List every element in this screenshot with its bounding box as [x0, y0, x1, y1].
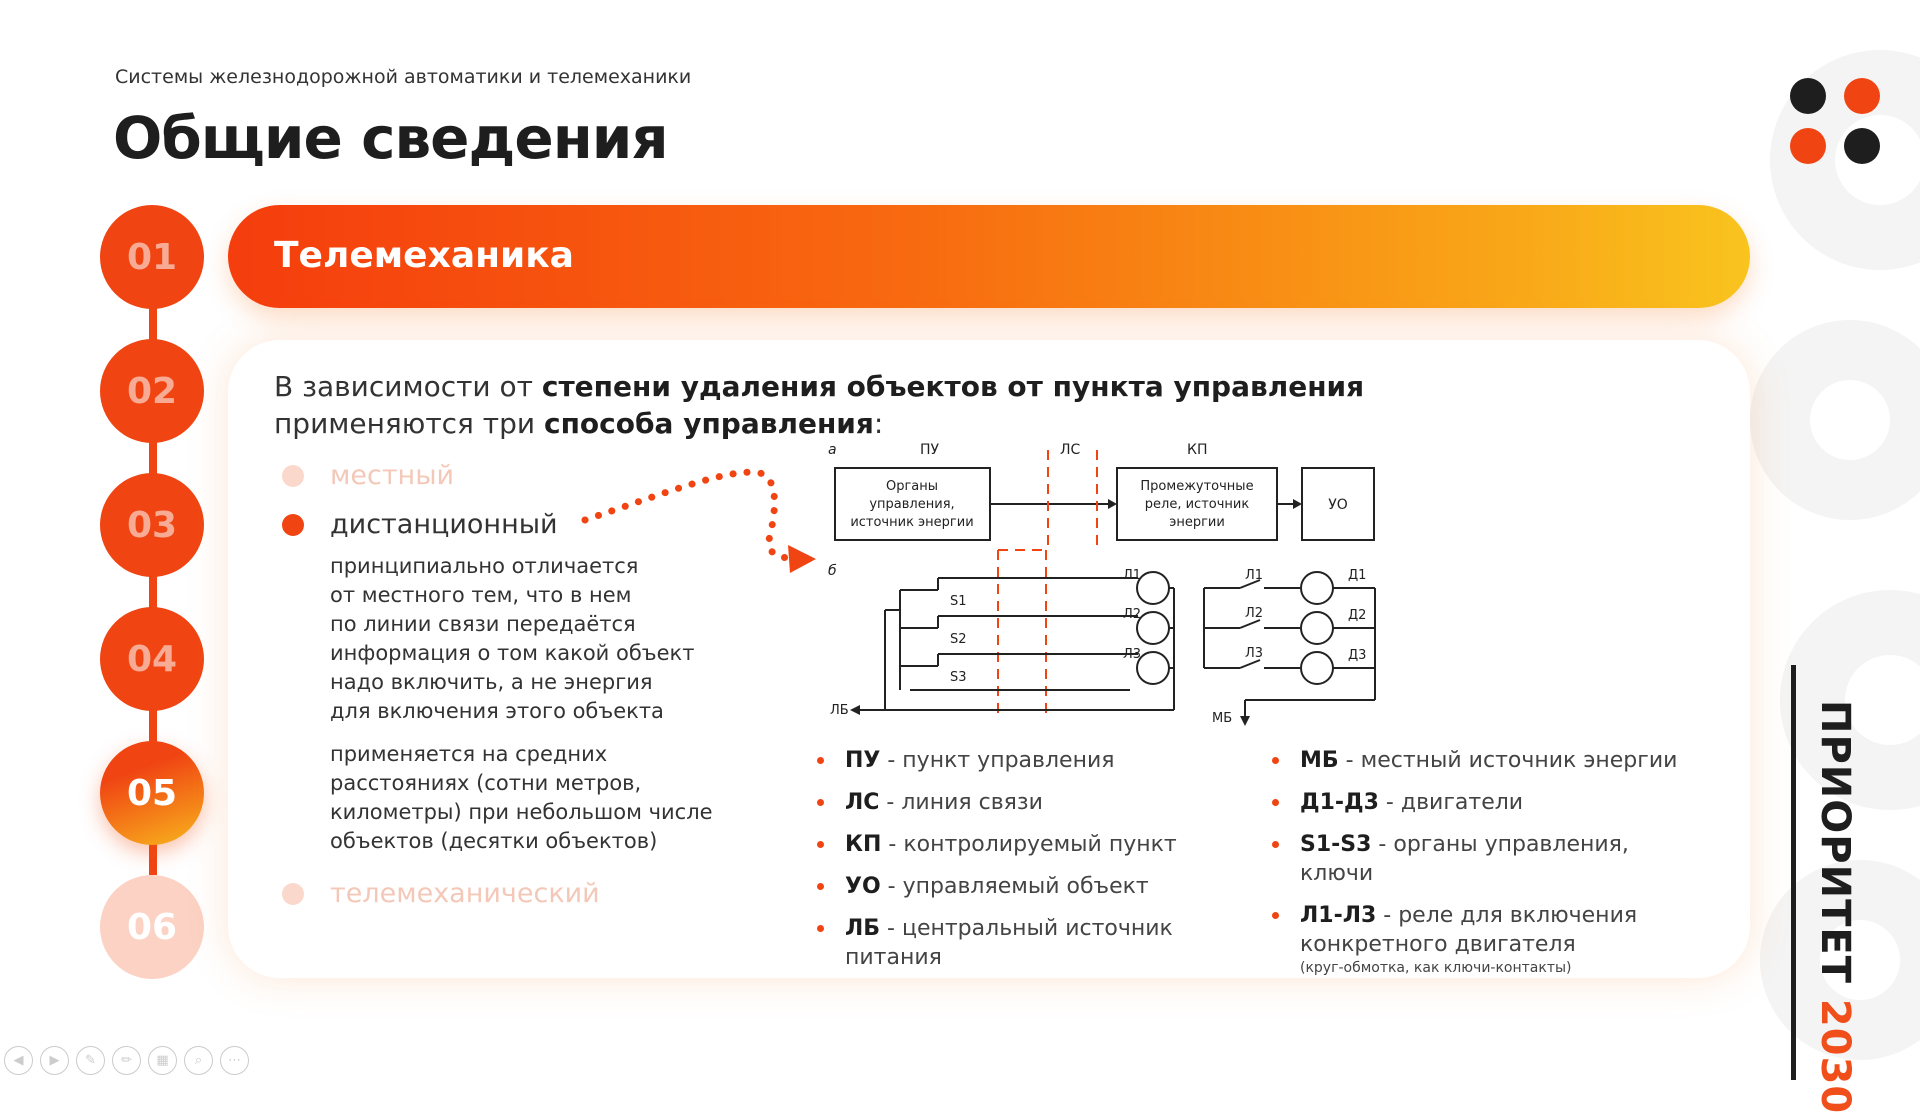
brand-divider [1791, 665, 1796, 1080]
contact-l1: Л1 [1245, 568, 1263, 583]
step-02[interactable]: 02 [100, 339, 204, 443]
relay-l3: Л3 [1123, 647, 1141, 662]
brand-label: ПРИОРИТЕТ 2030 [1812, 700, 1858, 1114]
legend-item: УО - управляемый объект [817, 872, 1257, 901]
motor-d2: Д2 [1348, 608, 1366, 623]
svg-text:Промежуточные: Промежуточные [1140, 479, 1253, 494]
presentation-subtitle: Системы железнодорожной автоматики и тел… [115, 66, 692, 88]
step-03[interactable]: 03 [100, 473, 204, 577]
pu-label: ПУ [920, 442, 940, 458]
slides-icon[interactable]: ▦ [148, 1046, 177, 1075]
svg-text:Органы: Органы [886, 479, 938, 494]
svg-text:управления,: управления, [869, 497, 954, 512]
switch-s1: S1 [950, 594, 967, 609]
zoom-icon[interactable]: ⌕ [184, 1046, 213, 1075]
svg-text:источник энергии: источник энергии [850, 515, 973, 530]
bullet-icon [282, 513, 304, 536]
svg-text:энергии: энергии [1169, 515, 1225, 530]
legend-item: МБ - местный источник энергии [1272, 746, 1692, 775]
mb-label: МБ [1212, 711, 1232, 726]
content-card [228, 340, 1750, 978]
legend-item: ЛС - линия связи [817, 788, 1257, 817]
step-04[interactable]: 04 [100, 607, 204, 711]
remote-usage: применяется на средних расстояниях (сотн… [330, 742, 713, 853]
section-header: Телемеханика [228, 205, 1750, 308]
step-05[interactable]: 05 [100, 741, 204, 845]
prev-slide-icon[interactable]: ◀ [4, 1046, 33, 1075]
svg-text:УО: УО [1328, 497, 1348, 513]
kp-label: КП [1187, 442, 1207, 458]
legend-item: КП - контролируемый пункт [817, 830, 1257, 859]
legend-item: ПУ - пункт управления [817, 746, 1257, 775]
step-06[interactable]: 06 [100, 875, 204, 979]
page-title: Общие сведения [113, 104, 669, 172]
legend-item: Л1-Л3 - реле для включения [1272, 901, 1692, 930]
option-telemech[interactable]: телемеханический [282, 878, 600, 909]
lb-label: ЛБ [830, 703, 849, 718]
legend-item: S1-S3 - органы управления, ключи [1272, 830, 1692, 888]
legend-right: МБ - местный источник энергии Д1-Д3 - дв… [1272, 746, 1692, 990]
bullet-icon [282, 464, 304, 487]
switch-s2: S2 [950, 632, 967, 647]
motor-d1: Д1 [1348, 568, 1366, 583]
switch-s3: S3 [950, 670, 967, 685]
ls-label: ЛС [1060, 442, 1081, 458]
diagram-label-a: а [828, 442, 837, 458]
legend-left: ПУ - пункт управления ЛС - линия связи К… [817, 746, 1257, 985]
remote-description: принципиально отличается от местного тем… [330, 554, 695, 723]
svg-text:реле, источник: реле, источник [1145, 497, 1250, 512]
box-control-organs: Органы управления, источник энергии [834, 467, 991, 541]
contact-l3: Л3 [1245, 646, 1263, 661]
pointer-icon[interactable]: ✎ [76, 1046, 105, 1075]
pen-icon[interactable]: ✏ [112, 1046, 141, 1075]
legend-item: Д1-Д3 - двигатели [1272, 788, 1692, 817]
contact-l2: Л2 [1245, 606, 1263, 621]
more-options-icon[interactable]: ⋯ [220, 1046, 249, 1075]
section-title: Телемеханика [274, 235, 574, 276]
box-uo: УО [1301, 467, 1375, 541]
legend-item: ЛБ - центральный источник питания [817, 914, 1257, 972]
diagram-label-b: б [828, 563, 837, 579]
brand-dots-logo [1790, 78, 1890, 168]
dotted-arrow-icon [581, 468, 816, 573]
legend-item-cont: конкретного двигателя [1300, 932, 1576, 957]
legend-note: (круг-обмотка, как ключи-контакты) [1300, 960, 1572, 976]
relay-l2: Л2 [1123, 607, 1141, 622]
next-slide-icon[interactable]: ▶ [40, 1046, 69, 1075]
option-remote[interactable]: дистанционный [282, 509, 558, 540]
step-01[interactable]: 01 [100, 205, 204, 309]
background-gears [1750, 50, 1920, 1060]
motor-d3: Д3 [1348, 648, 1366, 663]
option-local[interactable]: местный [282, 460, 454, 491]
intro-text: В зависимости от степени удаления объект… [274, 370, 1365, 440]
presentation-toolbar: ◀ ▶ ✎ ✏ ▦ ⌕ ⋯ [4, 1046, 249, 1075]
control-diagram: а ПУ ЛС КП Органы управления, источник э… [828, 442, 1376, 726]
relay-l1: Л1 [1123, 568, 1141, 583]
bullet-icon [282, 882, 304, 905]
box-relay: Промежуточные реле, источник энергии [1116, 467, 1278, 541]
